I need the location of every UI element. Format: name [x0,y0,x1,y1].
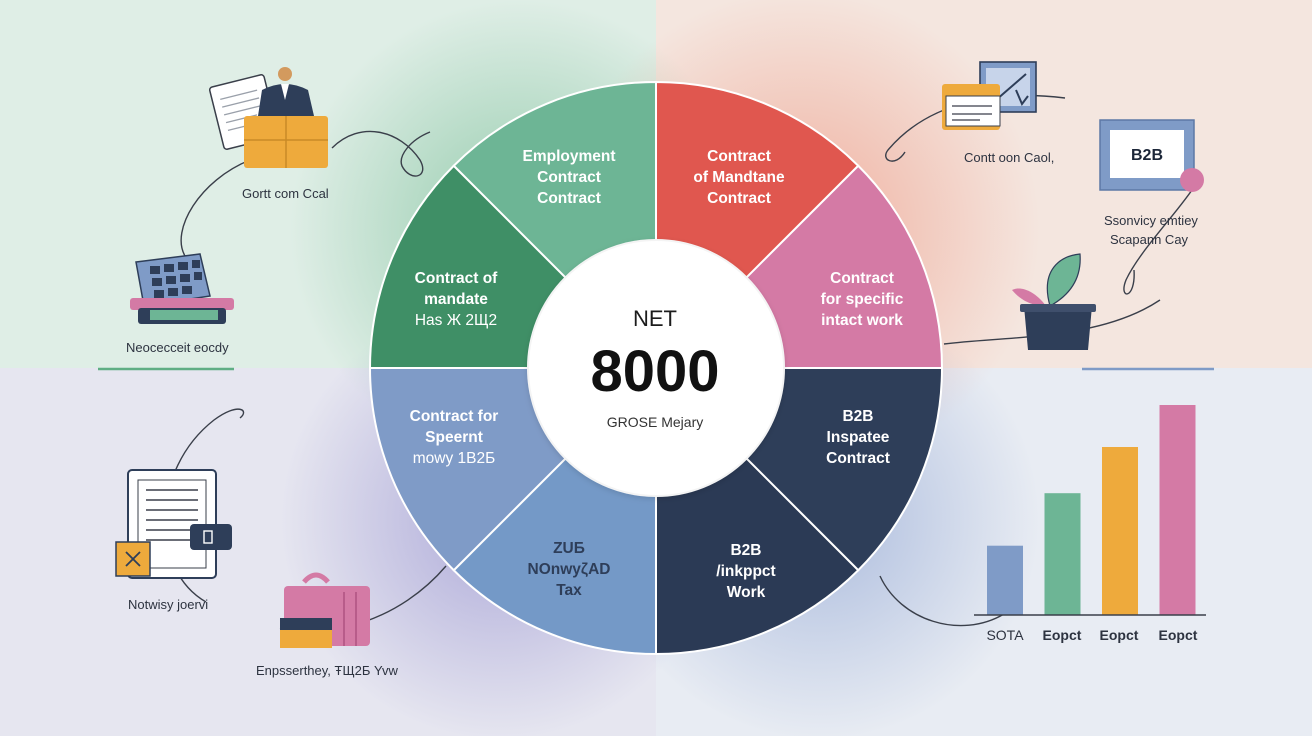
person-head-icon [278,67,292,81]
center-circle [527,239,785,497]
briefcase-handle-icon [302,572,330,584]
connector-left-upper [180,159,251,257]
center-bottom-label: GROSE Mejary [606,414,704,430]
briefcase-illustration [280,572,370,648]
calculator-illustration [130,253,234,324]
connector-chart [879,575,1005,627]
label-right-1: Ssonvicy emtiey [1104,213,1198,228]
bar-label-2: Eopct [1042,627,1082,643]
bar-label-4: Eopct [1158,627,1198,643]
label-right-2: Scapann Cay [1110,232,1189,247]
label-top-left: Gortt com Ccal [242,186,329,201]
center-top-label: NET [633,306,677,331]
bar-chart [987,405,1196,615]
person-body-icon [258,84,314,116]
b2b-card-label: B2B [1130,147,1163,164]
bar-2 [1044,493,1081,615]
b2b-card [1099,119,1204,192]
bar-label-1: SOTA [986,627,1024,643]
center-net-box: NET 8000 GROSE Mejary [528,270,782,470]
plant-illustration [1012,253,1096,350]
bar-1 [987,545,1023,615]
pot-icon [1024,306,1092,350]
label-bottom-left-1: Notwisy joervi [128,597,209,612]
bar-label-3: Eopct [1099,627,1139,643]
connector-top-left [331,130,431,177]
label-mid-left: Neocecceit eocdу [126,340,229,355]
document-person-illustration [208,67,328,168]
clipboard-illustration [115,469,232,579]
center-net-value: 8000 [590,339,720,404]
pink-dot-icon [1180,168,1204,192]
leaf-icon [1046,253,1081,307]
screen-illustration [942,61,1037,130]
label-bottom-left-2: Enpsserthey, ŦЩ2Б Yvw [256,663,398,678]
label-top-right: Contt oon Caol, [964,150,1055,165]
wallet-icon [190,524,232,550]
bar-4 [1159,405,1196,615]
bar-3 [1102,447,1138,615]
connector-right [1123,183,1197,295]
